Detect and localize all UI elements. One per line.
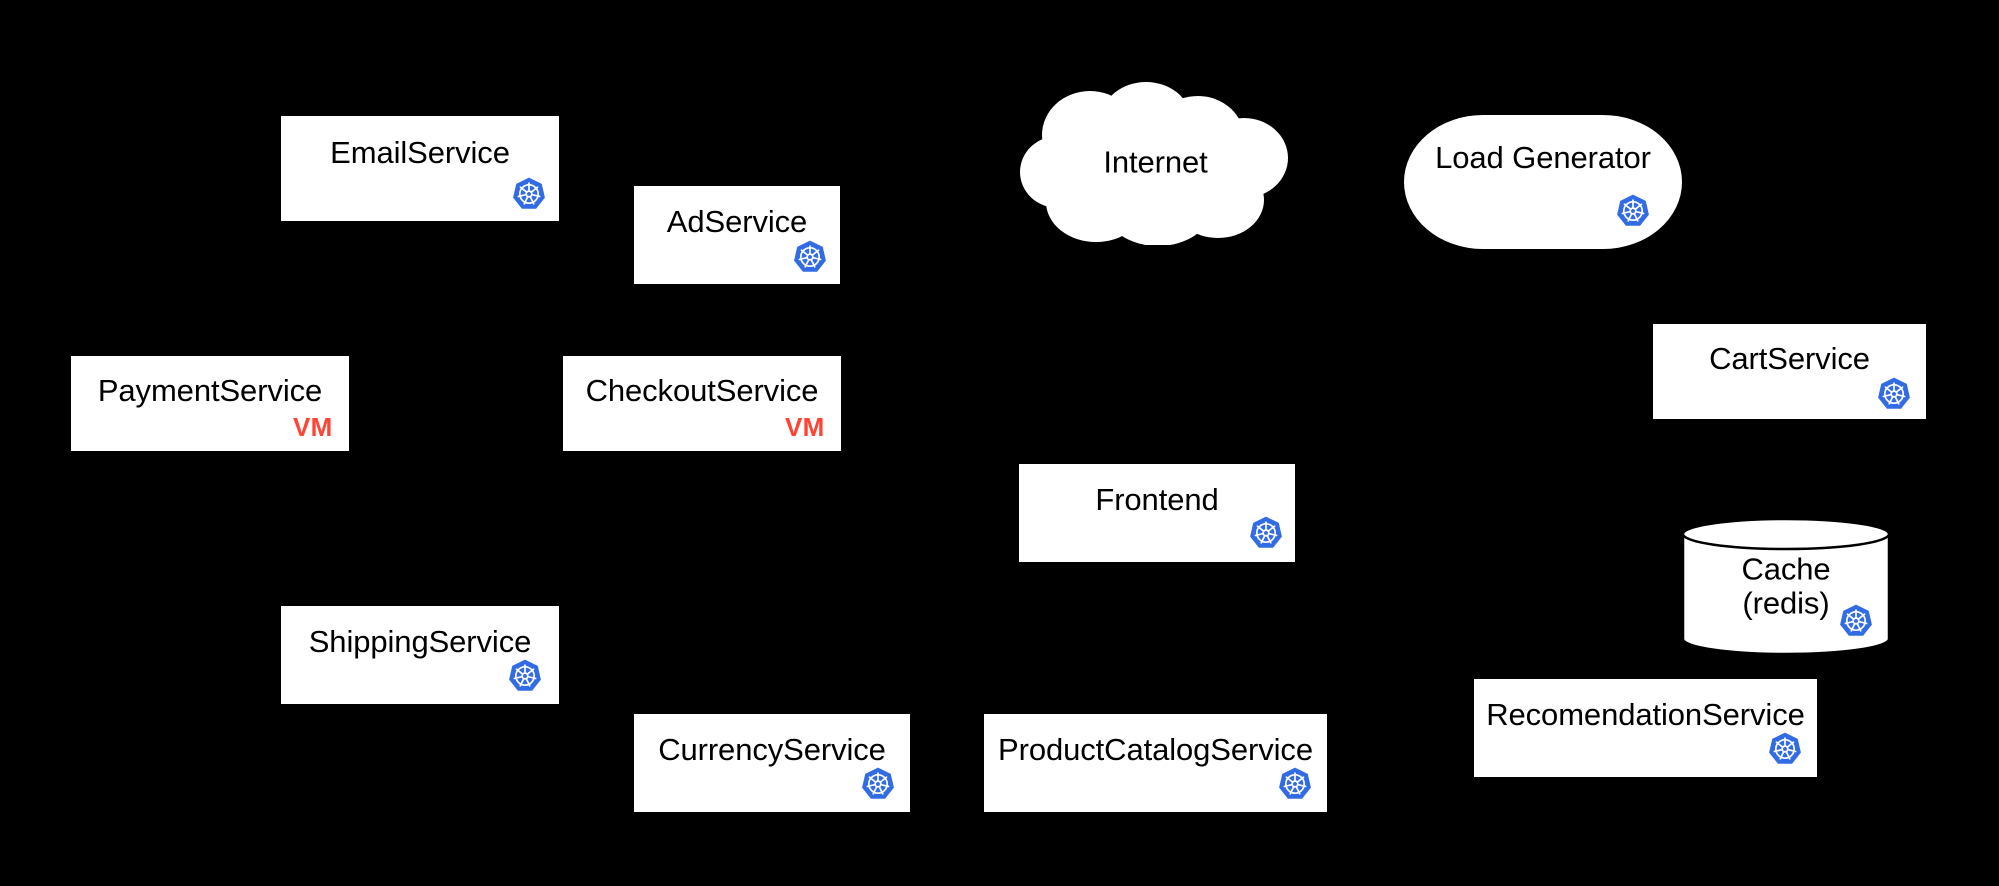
node-label-cache-redis: Cache (redis) [1741,550,1831,621]
node-shape-cylinder [1682,518,1890,655]
node-label-adservice: AdService [666,204,808,239]
kubernetes-icon [793,240,827,274]
node-label-shippingservice: ShippingService [308,624,532,659]
node-shape-rectangle [983,713,1328,813]
node-shape-pill [1403,114,1683,250]
kubernetes-icon [1877,377,1911,411]
node-shape-cloud [1018,80,1293,245]
node-load-generator[interactable]: Load Generator [1403,114,1683,250]
node-label-cartservice: CartService [1709,341,1870,377]
node-shape-rectangle [1652,323,1927,420]
node-label-frontend: Frontend [1095,482,1219,517]
node-shape-rectangle [633,713,911,813]
node-label-internet: Internet [1103,144,1208,180]
node-label-load-generator: Load Generator [1435,140,1651,176]
node-shape-rectangle [1473,678,1818,778]
kubernetes-icon [508,659,542,693]
node-adservice[interactable]: AdService [633,185,841,285]
node-currencyservice[interactable]: CurrencyService [633,713,911,813]
node-label-checkoutservice: CheckoutService [585,373,819,409]
node-label-currencyservice: CurrencyService [658,732,886,767]
node-internet[interactable]: Internet [1018,80,1293,245]
node-emailservice[interactable]: EmailService [280,115,560,222]
node-shape-rectangle [70,355,350,452]
node-cache-redis[interactable]: Cache (redis) [1682,518,1890,655]
node-shape-rectangle [1018,463,1296,563]
kubernetes-icon [512,177,546,211]
kubernetes-icon [1839,604,1873,638]
kubernetes-icon [1768,732,1802,766]
kubernetes-icon [1616,194,1650,228]
kubernetes-icon [861,767,895,801]
node-label-productcatalogservice: ProductCatalogService [998,732,1313,767]
node-label-emailservice: EmailService [330,135,510,171]
node-shape-rectangle [280,115,560,222]
node-shippingservice[interactable]: ShippingService [280,605,560,705]
node-productcatalogservice[interactable]: ProductCatalogService [983,713,1328,813]
kubernetes-icon [1249,516,1283,550]
vm-badge: VM [293,412,333,442]
node-shape-rectangle [562,355,842,452]
node-shape-rectangle [280,605,560,705]
node-frontend[interactable]: Frontend [1018,463,1296,563]
node-label-recomendationservice: RecomendationService [1486,697,1805,732]
node-label-paymentservice: PaymentService [97,373,323,409]
vm-badge: VM [785,412,825,442]
node-recomendationservice[interactable]: RecomendationService [1473,678,1818,778]
node-cartservice[interactable]: CartService [1652,323,1927,420]
kubernetes-icon [1278,767,1312,801]
